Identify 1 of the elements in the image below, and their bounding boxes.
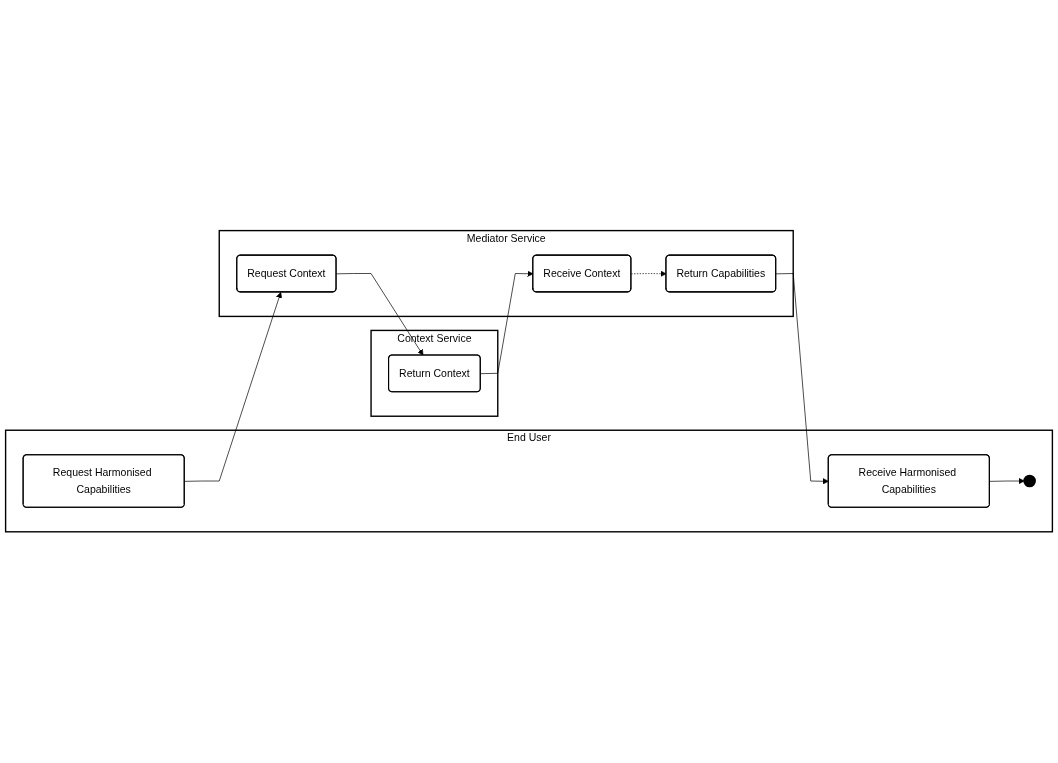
node-circle	[1023, 475, 1036, 488]
